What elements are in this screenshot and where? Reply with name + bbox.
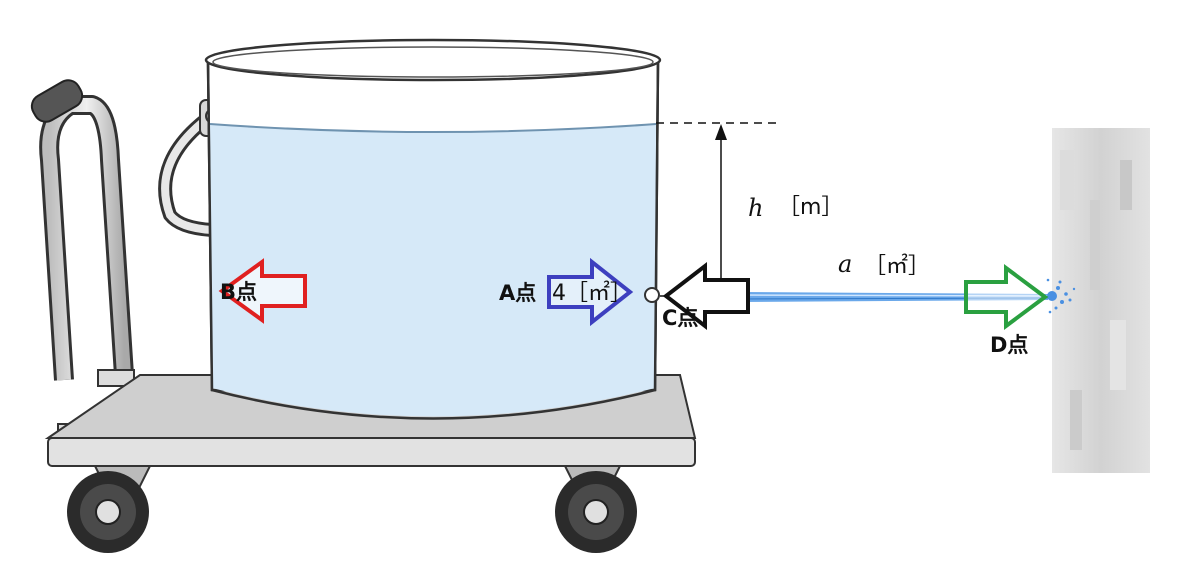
area-symbol: a (838, 250, 852, 278)
left-arrow-icon (218, 258, 307, 324)
tank-area-label: 4［㎡］ (552, 280, 632, 306)
splash (1046, 278, 1076, 314)
tank (158, 38, 662, 420)
height-dimension: h ［m］ (656, 122, 843, 297)
point-c-label: C点 (662, 306, 698, 330)
right-arrow-icon (547, 257, 634, 327)
area-unit: ［㎡］ (864, 253, 930, 279)
water (210, 124, 656, 417)
point-b-label: B点 (220, 280, 257, 304)
outlet (644, 287, 660, 303)
left-arrow-icon (662, 261, 750, 331)
height-unit: ［m］ (778, 195, 843, 220)
right-arrow-icon (964, 264, 1049, 330)
wall (1052, 128, 1150, 473)
height-symbol: h (748, 194, 763, 222)
water-surface (209, 123, 657, 133)
point-a-label: A点 (499, 281, 536, 305)
point-d-label: D点 (990, 333, 1028, 357)
